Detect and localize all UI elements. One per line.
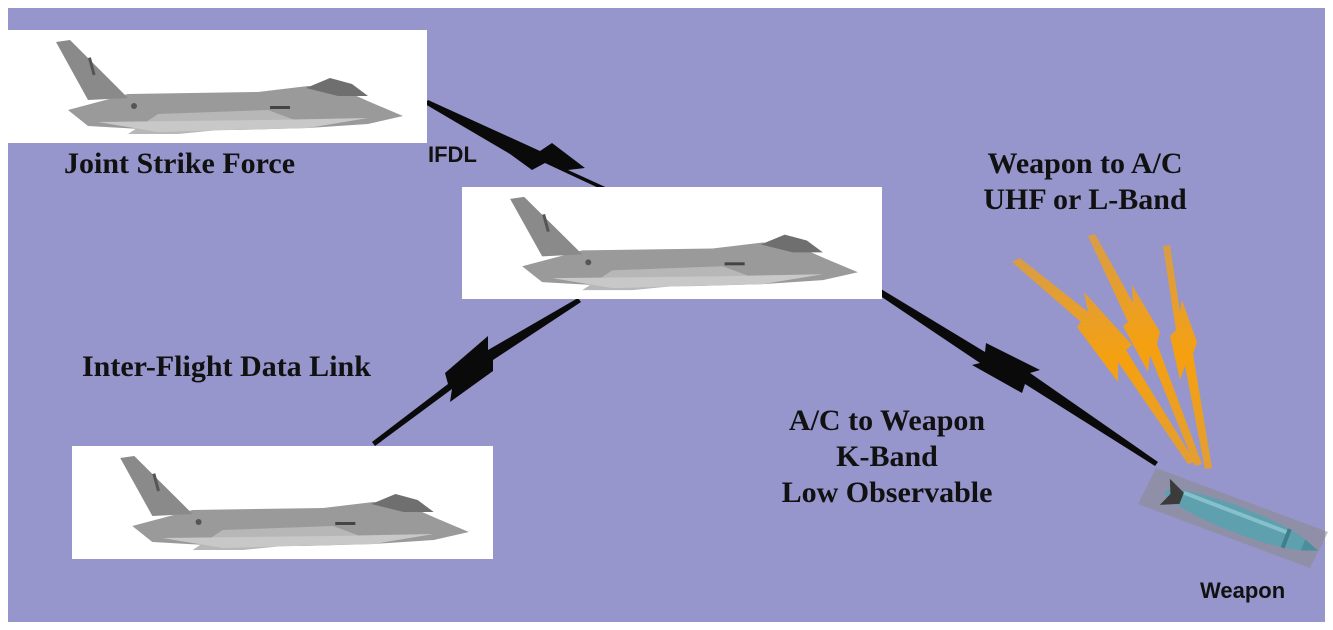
ac-to-weapon-label: A/C to Weapon K-Band Low Observable — [752, 403, 1022, 511]
rf-bolt-left — [1012, 258, 1195, 464]
ac-to-weapon-line-3: Low Observable — [781, 476, 993, 509]
aircraft-box-bottom — [72, 446, 493, 559]
inter-flight-data-link-label: Inter-Flight Data Link — [82, 350, 371, 383]
rf-bolt-right — [1163, 245, 1212, 469]
rf-bolt-middle — [1088, 234, 1202, 466]
aircraft-box-top — [8, 30, 427, 143]
aircraft-icon — [120, 456, 469, 550]
weapon-icon — [1138, 468, 1328, 568]
aircraft-icon — [510, 196, 858, 291]
weapon-label: Weapon — [1200, 578, 1286, 603]
aircraft-box-middle — [462, 187, 882, 299]
inter-flight-link-bolt — [372, 298, 581, 446]
joint-strike-force-label: Joint Strike Force — [64, 147, 296, 180]
ac-to-weapon-line-2: K-Band — [836, 440, 938, 473]
weapon-to-ac-line-2: UHF or L-Band — [983, 183, 1187, 216]
weapon-to-ac-label: Weapon to A/C UHF or L-Band — [955, 146, 1215, 218]
ac-to-weapon-link-bolt — [858, 277, 1158, 466]
ifdl-label: IFDL — [428, 142, 477, 167]
weapon-to-ac-line-1: Weapon to A/C — [987, 147, 1183, 180]
aircraft-icon — [56, 40, 403, 134]
ac-to-weapon-line-1: A/C to Weapon — [788, 404, 986, 437]
